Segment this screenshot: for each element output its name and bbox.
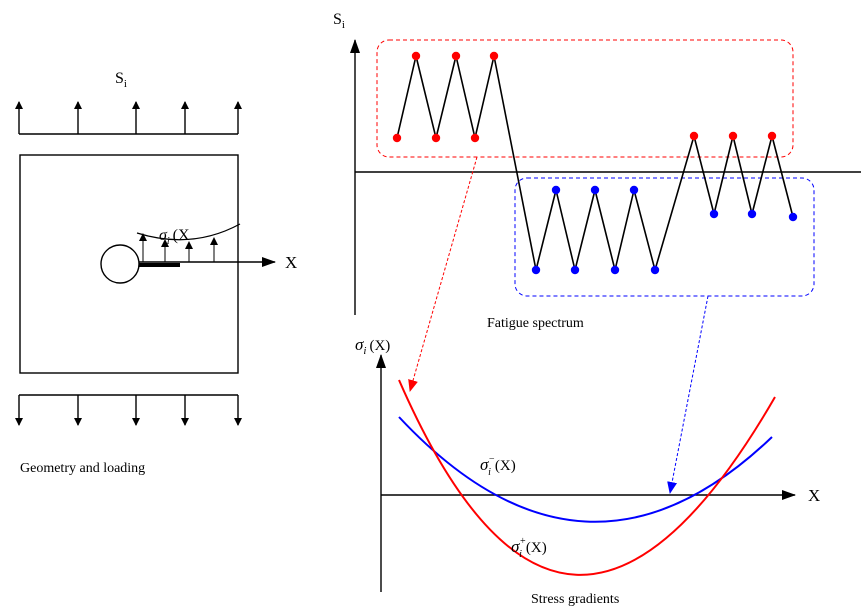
spectrum-point	[411, 51, 421, 61]
spectrum-point	[489, 51, 499, 61]
stress-gradients: σi(X) X σ−i(X) σ+i(X) Stress gradients	[355, 335, 820, 607]
sigma-plus-curve	[398, 379, 776, 576]
spectrum-point	[392, 133, 402, 143]
spectrum-point	[709, 209, 719, 219]
sigma-minus-curve	[398, 416, 773, 523]
max-to-plus-arrow	[408, 156, 478, 392]
gradients-caption: Stress gradients	[531, 592, 619, 607]
spectrum-point	[629, 185, 639, 195]
spectrum-point	[531, 265, 541, 275]
spectrum-point	[470, 133, 480, 143]
spectrum-point	[728, 131, 738, 141]
spectrum-caption: Fatigue spectrum	[487, 316, 584, 331]
geometry-caption: Geometry and loading	[20, 461, 145, 476]
crack-stress-arrows	[139, 233, 218, 262]
crack-x-label: X	[285, 253, 297, 272]
min-to-minus-arrow	[667, 295, 709, 494]
gradients-y-label: σi(X)	[355, 335, 390, 357]
plate	[19, 154, 239, 374]
spectrum-point	[788, 212, 798, 222]
fatigue-spectrum: Si	[333, 11, 861, 494]
hole	[100, 244, 140, 284]
max-peaks-box	[376, 39, 794, 158]
crack-stress-curve	[136, 223, 241, 241]
spectrum-point	[650, 265, 660, 275]
min-points	[531, 185, 798, 275]
spectrum-point	[590, 185, 600, 195]
spectrum-line	[396, 55, 794, 273]
spectrum-point	[767, 131, 777, 141]
spectrum-point	[610, 265, 620, 275]
spectrum-point	[689, 131, 699, 141]
gradients-x-label: X	[808, 486, 820, 505]
sigma-minus-label: σ−i(X)	[480, 454, 516, 478]
bottom-load-arrows	[15, 394, 242, 426]
spectrum-point	[451, 51, 461, 61]
spectrum-point	[551, 185, 561, 195]
sigma-plus-label: σ+i(X)	[511, 536, 547, 560]
spectrum-y-label: Si	[333, 11, 345, 31]
geometry-panel: Si X σi(X	[15, 70, 297, 476]
spectrum-point	[570, 265, 580, 275]
spectrum-point	[747, 209, 757, 219]
crack-stress-label: σi(X	[159, 227, 190, 247]
load-label: Si	[115, 70, 127, 90]
top-load-arrows	[15, 101, 242, 135]
max-points	[392, 51, 777, 143]
spectrum-point	[431, 133, 441, 143]
